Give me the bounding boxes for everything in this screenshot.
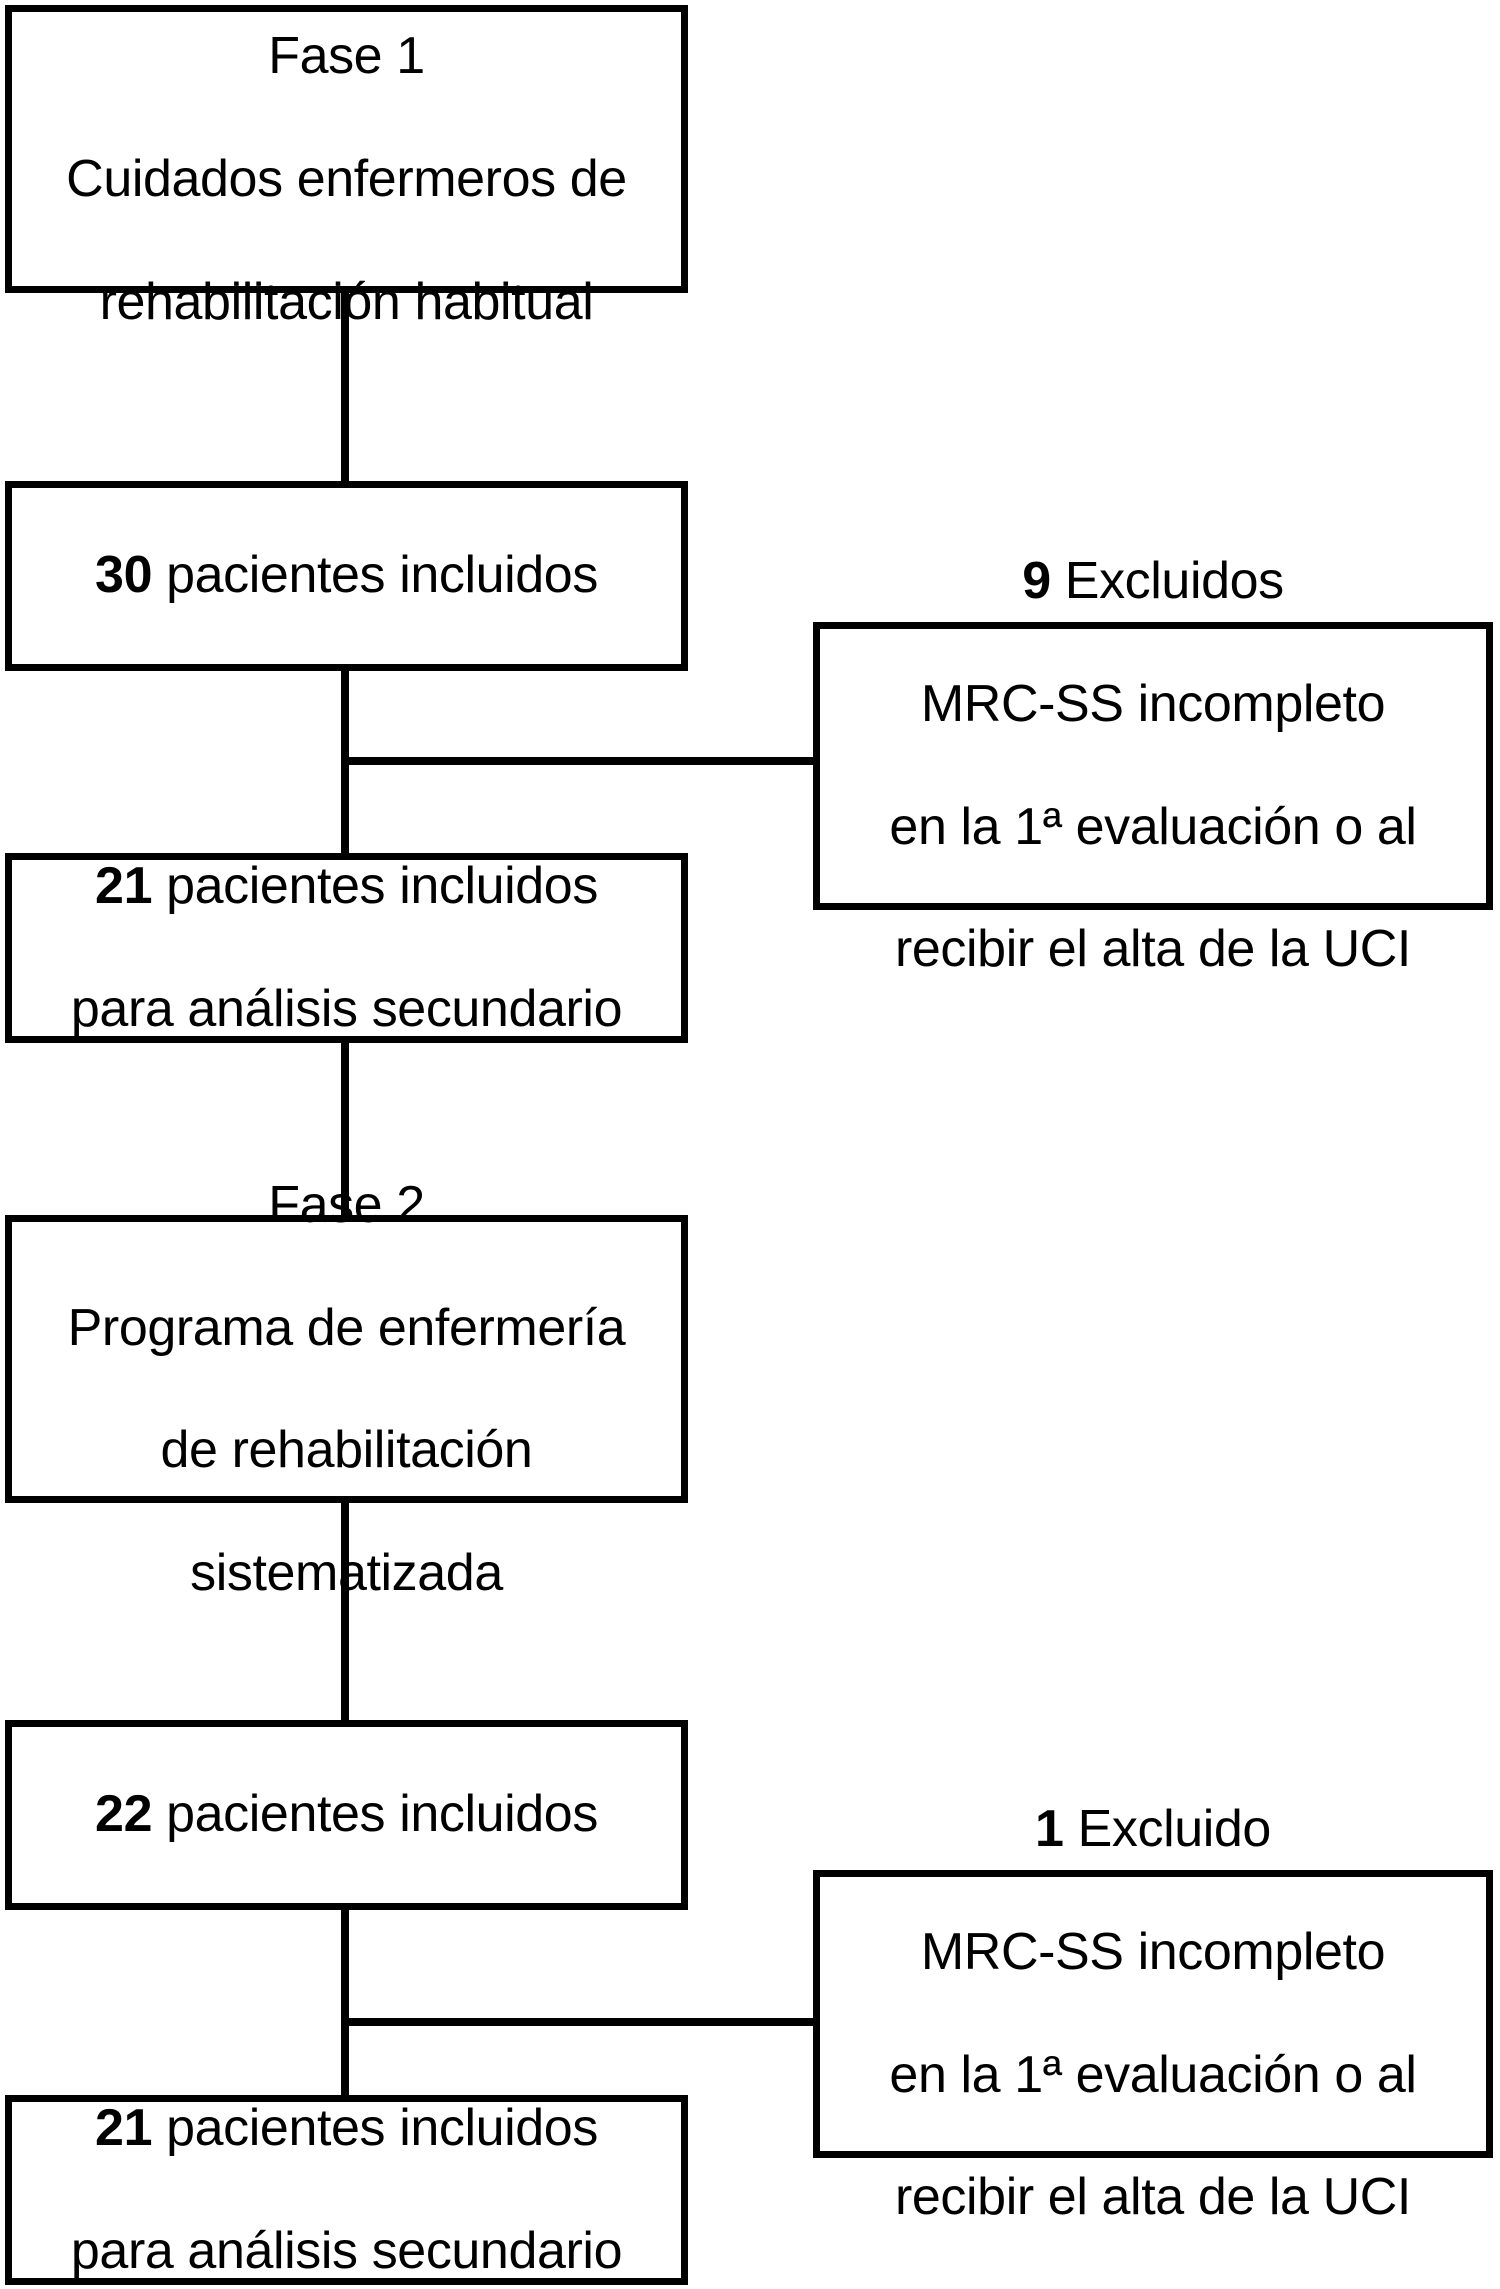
node-fase1-line1: Fase 1 bbox=[268, 27, 425, 86]
node-incluidos-22-label: pacientes incluidos bbox=[152, 1785, 598, 1844]
connector-fase1-to-incluidos30 bbox=[341, 293, 349, 485]
node-incluidos-22-text: 22 pacientes incluidos bbox=[81, 1784, 612, 1845]
node-incluidos-21-fase1-count: 21 bbox=[95, 856, 153, 915]
node-fase2-line1: Fase 2 bbox=[268, 1175, 425, 1234]
connector-incluidos21-to-fase2 bbox=[341, 1043, 349, 1217]
node-excluidos-9-line1: Excluidos bbox=[1050, 552, 1284, 611]
node-excluido-1: 1 Excluido MRC-SS incompleto en la 1ª ev… bbox=[813, 1800, 1493, 2226]
node-fase2-text: Fase 2 Programa de enfermería de rehabil… bbox=[54, 1114, 640, 1605]
node-excluidos-9-text: 9 Excluidos MRC-SS incompleto en la 1ª e… bbox=[875, 551, 1430, 981]
node-excluido-1-count: 1 bbox=[1035, 1800, 1064, 1859]
node-incluidos-21-fase2-line1: pacientes incluidos bbox=[152, 2098, 598, 2157]
connector-incluidos22-to-incluidos21 bbox=[341, 1910, 349, 2097]
connector-branch-to-excluidos9 bbox=[341, 757, 817, 765]
node-incluidos-21-fase1-line1: pacientes incluidos bbox=[152, 856, 598, 915]
node-excluido-1-text: 1 Excluido MRC-SS incompleto en la 1ª ev… bbox=[875, 1799, 1430, 2229]
node-excluidos-9-line2: MRC-SS incompleto bbox=[920, 674, 1386, 733]
node-fase1-line3: rehabilitación habitual bbox=[99, 272, 594, 331]
node-incluidos-21-fase2-count: 21 bbox=[95, 2098, 153, 2157]
node-incluidos-22: 22 pacientes incluidos bbox=[5, 1720, 688, 1910]
node-fase2-line2: Programa de enfermería bbox=[67, 1298, 626, 1357]
node-excluidos-9-line3: en la 1ª evaluación o al bbox=[889, 797, 1417, 856]
node-incluidos-30-label: pacientes incluidos bbox=[152, 546, 598, 605]
node-excluidos-9-line4: recibir el alta de la UCI bbox=[894, 920, 1411, 979]
node-excluidos-9: 9 Excluidos MRC-SS incompleto en la 1ª e… bbox=[813, 552, 1493, 978]
node-excluidos-9-count: 9 bbox=[1022, 552, 1051, 611]
node-excluido-1-line2: MRC-SS incompleto bbox=[920, 1922, 1386, 1981]
node-fase1-line2: Cuidados enfermeros de bbox=[66, 150, 627, 208]
node-excluido-1-line3: en la 1ª evaluación o al bbox=[889, 2045, 1417, 2104]
node-fase1: Fase 1 Cuidados enfermeros de rehabilita… bbox=[5, 5, 688, 331]
node-excluido-1-line4: recibir el alta de la UCI bbox=[894, 2168, 1411, 2227]
node-incluidos-21-fase1-text: 21 pacientes incluidos para análisis sec… bbox=[57, 856, 636, 1040]
node-fase1-text: Fase 1 Cuidados enfermeros de rehabilita… bbox=[52, 0, 641, 333]
node-fase2-line4: sistematizada bbox=[190, 1544, 503, 1603]
node-incluidos-30-count: 30 bbox=[95, 546, 153, 605]
node-incluidos-21-fase1: 21 pacientes incluidos para análisis sec… bbox=[5, 853, 688, 1043]
node-excluido-1-line1: Excluido bbox=[1063, 1800, 1272, 1859]
node-incluidos-30: 30 pacientes incluidos bbox=[5, 481, 688, 671]
node-fase2: Fase 2 Programa de enfermería de rehabil… bbox=[5, 1176, 688, 1602]
node-fase2-line3: de rehabilitación bbox=[160, 1421, 533, 1480]
node-incluidos-21-fase2: 21 pacientes incluidos para análisis sec… bbox=[5, 2095, 688, 2285]
connector-fase2-to-incluidos22 bbox=[341, 1503, 349, 1722]
connector-branch-to-excluido1 bbox=[341, 2018, 817, 2026]
node-incluidos-21-fase2-text: 21 pacientes incluidos para análisis sec… bbox=[57, 2098, 636, 2282]
node-incluidos-30-text: 30 pacientes incluidos bbox=[81, 545, 612, 606]
node-incluidos-21-fase1-line2: para análisis secundario bbox=[70, 979, 623, 1038]
node-incluidos-22-count: 22 bbox=[95, 1785, 153, 1844]
node-incluidos-21-fase2-line2: para análisis secundario bbox=[70, 2221, 623, 2280]
